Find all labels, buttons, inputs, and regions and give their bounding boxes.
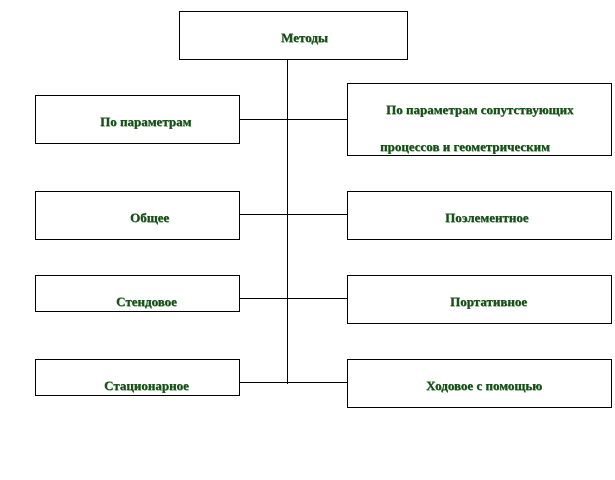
root-box: Методы: [179, 11, 408, 60]
right-box-1: По параметрам сопутствующих процессов и …: [347, 83, 612, 156]
left-label-4: Стационарное: [104, 378, 189, 393]
left-box-1: По параметрам: [35, 95, 240, 144]
right-label-3: Портативное: [450, 294, 528, 309]
root-label: Методы: [281, 30, 328, 45]
left-label-3: Стендовое: [116, 294, 177, 309]
connector-left-1: [240, 119, 287, 120]
left-box-3: Стендовое: [35, 275, 240, 312]
left-label-1: По параметрам: [100, 114, 192, 129]
connector-right-3: [288, 298, 347, 299]
right-label-1-line1: По параметрам сопутствующих: [386, 102, 574, 117]
connector-left-4: [240, 382, 287, 383]
connector-right-1: [288, 119, 347, 120]
connector-right-2: [288, 214, 347, 215]
left-box-4: Стационарное: [35, 359, 240, 396]
connector-right-4: [288, 382, 347, 383]
trunk-line: [287, 59, 288, 384]
right-label-1-line2: процессов и геометрическим: [380, 139, 550, 154]
left-label-2: Общее: [130, 210, 170, 225]
right-box-3: Портативное: [347, 275, 612, 324]
right-label-2: Поэлементное: [445, 210, 529, 225]
left-box-2: Общее: [35, 191, 240, 240]
connector-left-2: [240, 214, 287, 215]
right-box-4: Ходовое с помощью: [347, 359, 612, 408]
right-label-4: Ходовое с помощью: [426, 378, 543, 393]
right-box-2: Поэлементное: [347, 191, 612, 240]
connector-left-3: [240, 298, 287, 299]
